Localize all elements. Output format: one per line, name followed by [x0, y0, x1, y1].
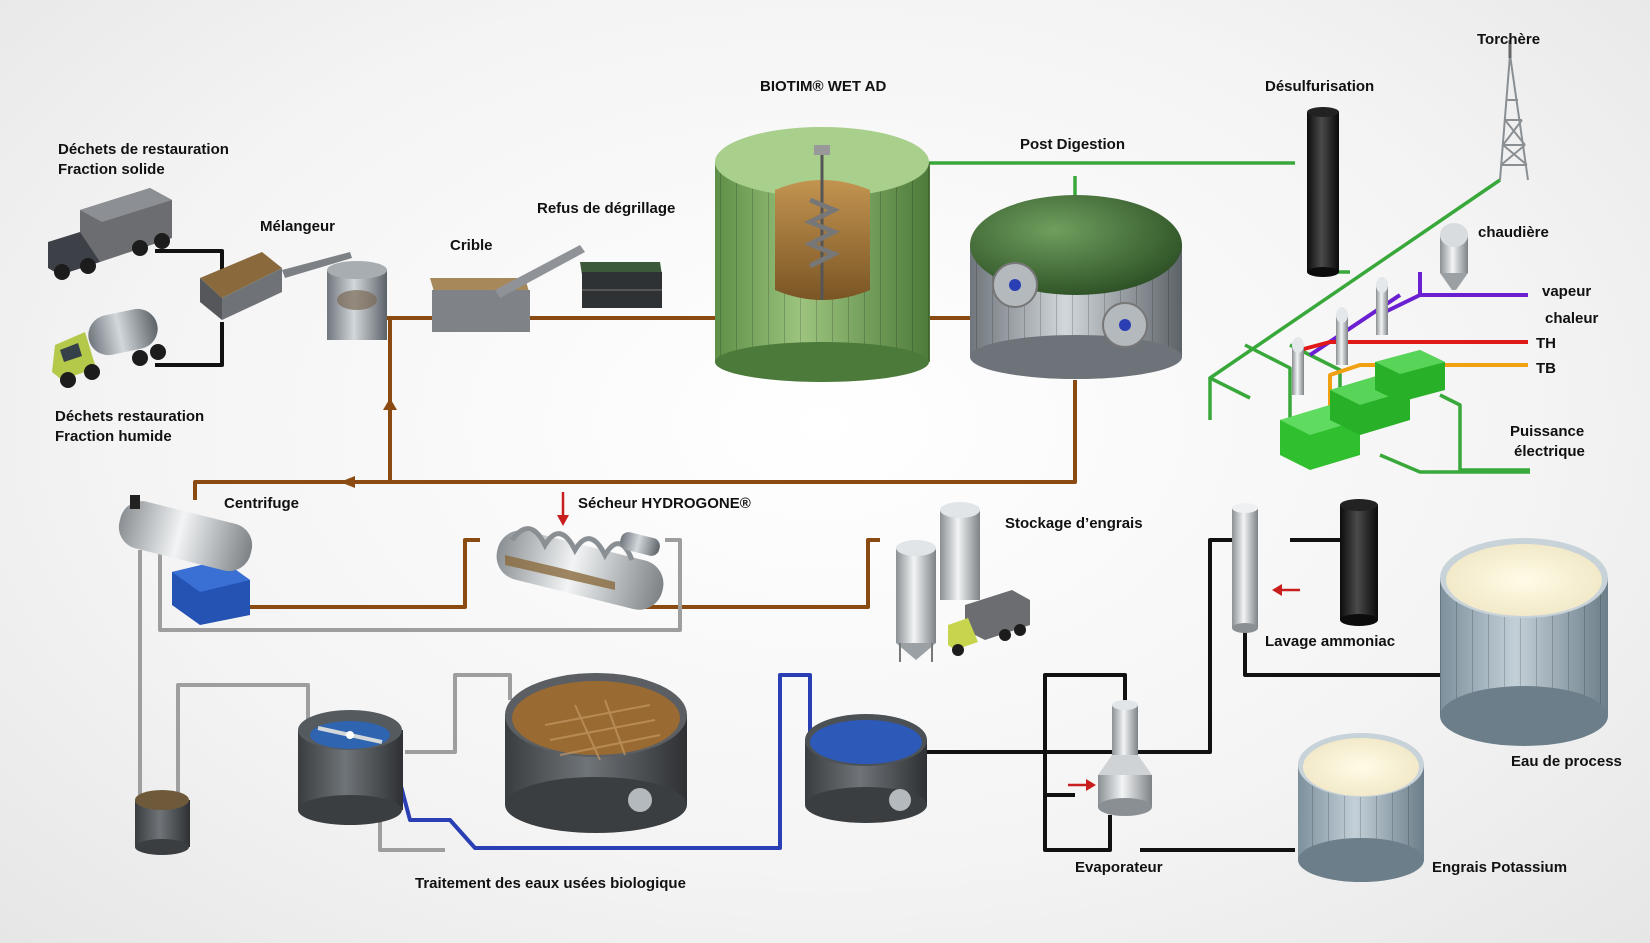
clean-water-tank [805, 714, 927, 823]
lavage-column [1232, 503, 1258, 633]
label-engrais-potassium: Engrais Potassium [1432, 859, 1568, 876]
label-puissance-line2: électrique [1514, 443, 1585, 460]
evaporateur-input-arrow [1068, 779, 1096, 791]
sludge-pipes [193, 316, 1077, 609]
label-lavage: Lavage ammoniac [1265, 633, 1396, 650]
evaporateur-unit [1098, 700, 1152, 816]
chp-engines [1280, 277, 1445, 470]
label-evaporateur: Evaporateur [1075, 859, 1163, 876]
label-dechets-solide-line1: Déchets de restauration [58, 141, 229, 158]
melangeur-unit [200, 252, 387, 340]
torchere-flare [1499, 40, 1529, 181]
solid-waste-truck [48, 188, 172, 280]
stockage-truck [948, 590, 1030, 656]
label-dechets-humide-line2: Fraction humide [55, 428, 172, 445]
desulfurisation-column [1307, 107, 1339, 277]
eau-de-process-tank [1440, 538, 1608, 746]
label-secheur: Sécheur HYDROGONE® [578, 495, 751, 512]
label-biotim: BIOTIM® WET AD [760, 78, 887, 95]
post-digestion-tank [970, 195, 1182, 379]
liquid-waste-truck [52, 308, 166, 388]
label-post-digestion: Post Digestion [1020, 136, 1126, 153]
water-pipes [138, 538, 682, 852]
lavage-black-column [1340, 499, 1378, 626]
clarifier-tank [298, 710, 403, 825]
clean-water-pipe [388, 673, 812, 850]
flow-arrow-up [383, 398, 397, 410]
label-puissance-line1: Puissance [1510, 423, 1585, 440]
crible-unit [430, 245, 585, 332]
label-chaleur: chaleur [1545, 310, 1599, 327]
label-desulfurisation: Désulfurisation [1265, 78, 1375, 95]
label-th: TH [1536, 335, 1556, 352]
stockage-silos [896, 502, 980, 662]
engrais-potassium-tank [1298, 733, 1424, 882]
label-torchere: Torchère [1477, 31, 1541, 48]
lavage-input-arrow [1272, 584, 1300, 596]
label-traitement: Traitement des eaux usées biologique [415, 875, 686, 892]
refus-container [580, 262, 662, 308]
label-crible: Crible [450, 237, 493, 254]
centrifuge-unit [118, 495, 253, 625]
sump-tank [135, 790, 190, 855]
secheur-hydrogone [496, 526, 664, 610]
biotim-digester [715, 127, 930, 382]
vapeur-line [1384, 293, 1528, 314]
label-dechets-humide-line1: Déchets restauration [55, 408, 205, 425]
biological-tank [505, 673, 687, 833]
label-tb: TB [1536, 360, 1556, 377]
label-centrifuge: Centrifuge [224, 495, 299, 512]
label-melangeur: Mélangeur [260, 218, 336, 235]
label-dechets-solide-line2: Fraction solide [58, 161, 165, 178]
label-eau-process: Eau de process [1511, 753, 1622, 770]
label-vapeur: vapeur [1542, 283, 1592, 300]
secheur-input-arrow [557, 492, 569, 526]
label-chaudiere: chaudière [1478, 224, 1549, 241]
flow-arrow-left [340, 476, 355, 488]
chaudiere-boiler [1440, 223, 1468, 290]
label-stockage: Stockage d’engrais [1005, 515, 1143, 532]
label-refus: Refus de dégrillage [537, 200, 676, 217]
